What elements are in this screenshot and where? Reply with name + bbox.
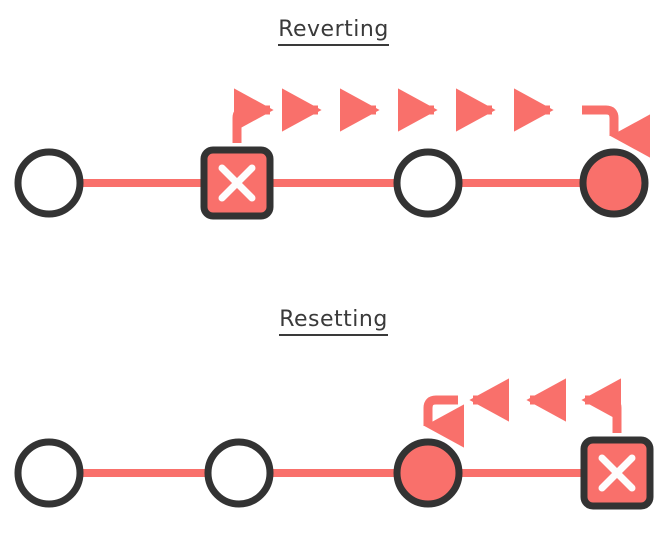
commit-node-discarded[interactable] — [580, 436, 654, 510]
section-reverting — [14, 88, 650, 220]
section-title-resetting-text: Resetting — [279, 307, 388, 336]
commit-node-empty[interactable] — [14, 148, 84, 218]
x-mark-icon — [218, 164, 256, 202]
section-title-reverting-text: Reverting — [278, 17, 389, 46]
section-title-resetting: Resetting — [0, 307, 667, 336]
revert-arrow-start-corner — [232, 88, 274, 143]
commit-node-empty[interactable] — [204, 438, 274, 508]
commit-node-active[interactable] — [393, 438, 463, 508]
reset-arrow-start-corner — [581, 378, 622, 433]
commit-node-empty[interactable] — [393, 148, 463, 218]
commit-node-active[interactable] — [579, 148, 649, 218]
x-mark-icon — [598, 454, 636, 492]
revert-arrow-end-corner — [582, 105, 650, 158]
reset-arrow-end-corner — [423, 395, 464, 448]
section-title-reverting: Reverting — [0, 17, 667, 46]
section-resetting — [14, 378, 654, 510]
commit-node-empty[interactable] — [14, 438, 84, 508]
commit-node-reverted[interactable] — [200, 146, 274, 220]
